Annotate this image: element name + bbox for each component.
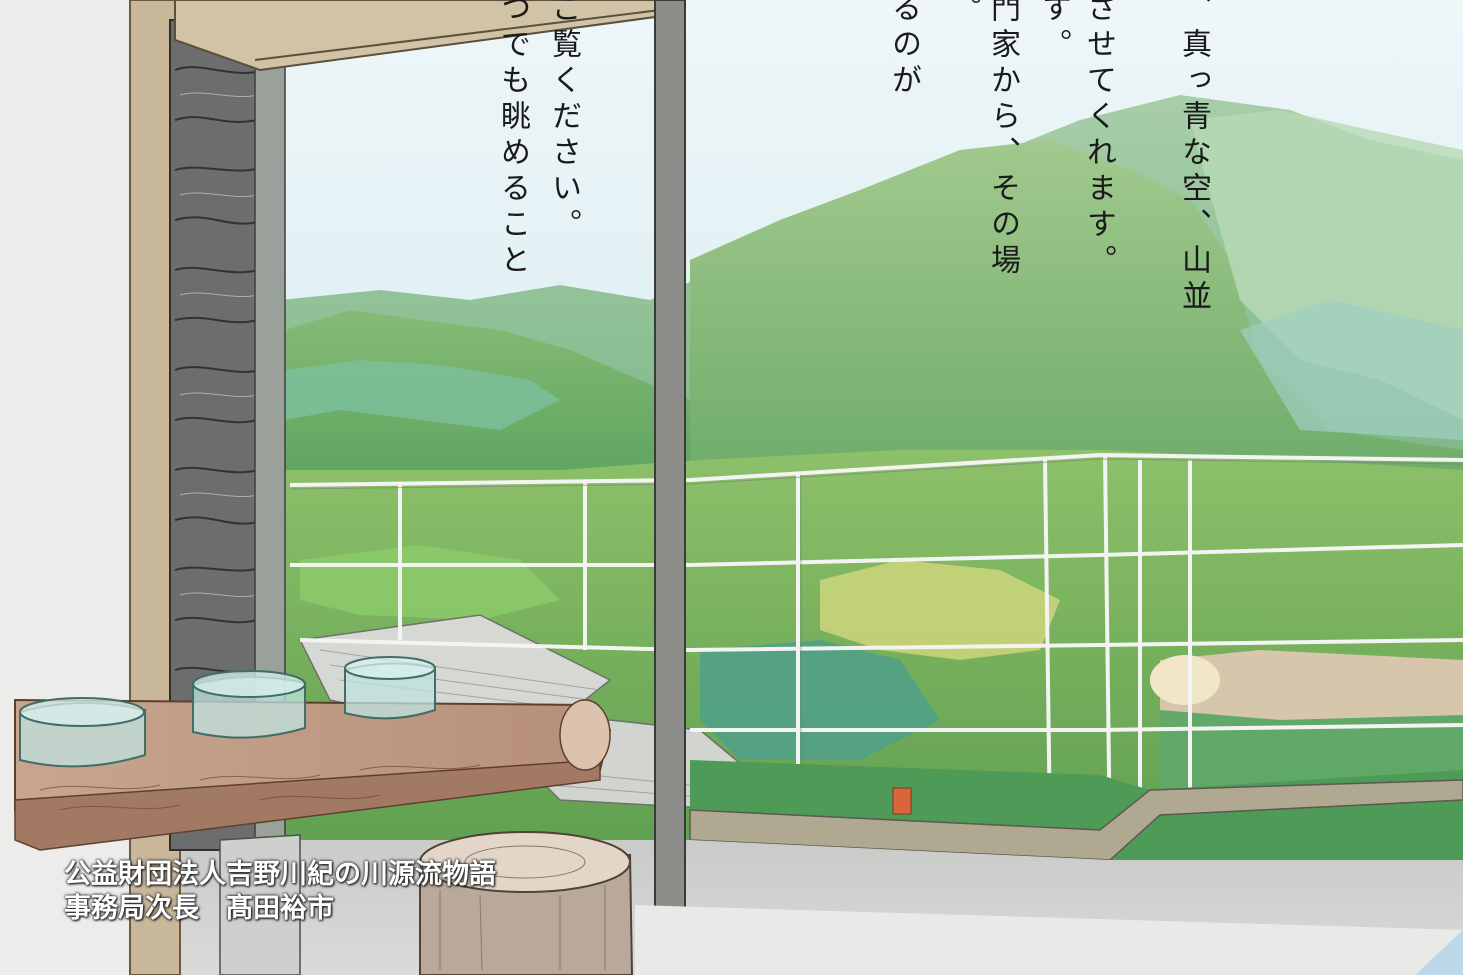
caption-title-name: 事務局次長 髙田裕市 [64, 893, 334, 924]
marker-post [892, 787, 912, 815]
caption-organization: 公益財団法人吉野川紀の川源流物語 [64, 859, 496, 890]
body-text-column-2: させてくれます。 [1081, 0, 1116, 280]
body-text-column-3: す。 [1036, 0, 1071, 64]
big-mountain [690, 140, 1463, 470]
author-caption: 公益財団法人吉野川紀の川源流物語 事務局次長 髙田裕市 [64, 858, 496, 926]
body-text-column-4: 門家から、その場 [985, 0, 1020, 280]
body-text-column-5: 。 [946, 0, 981, 28]
window-mullion [654, 0, 686, 941]
page-corner [1415, 930, 1463, 975]
balcony-railing [289, 452, 1463, 851]
stump-stool [419, 831, 634, 975]
body-text-column-8: つでも眺めること [495, 0, 530, 280]
body-text-column-7: ご覧ください。 [546, 0, 581, 244]
wooden-counter [14, 698, 612, 851]
body-text-column-1: 、真っ青な空、山並 [1176, 0, 1211, 316]
body-text-column-6: るのが [886, 0, 921, 100]
specimen-jars [19, 656, 436, 768]
